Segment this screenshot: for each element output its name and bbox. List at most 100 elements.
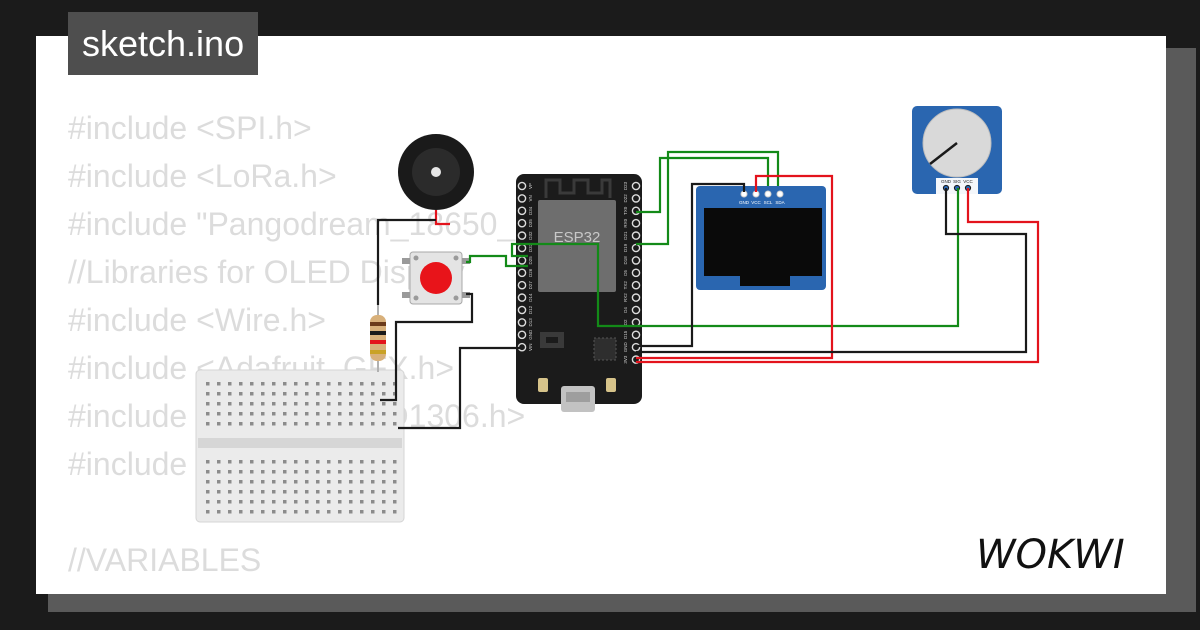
breadboard-hole <box>316 500 320 504</box>
esp32-pin-label: TX2 <box>623 281 628 290</box>
breadboard-hole <box>272 460 276 464</box>
esp32-pin[interactable] <box>631 342 641 352</box>
breadboard-hole <box>217 490 221 494</box>
wire-button-signal[interactable] <box>466 254 528 268</box>
esp32-pin-label: D34 <box>528 206 533 215</box>
pushbutton[interactable] <box>402 251 470 305</box>
breadboard-hole <box>239 510 243 514</box>
esp32-pin-label: D19 <box>623 243 628 252</box>
esp32-pin[interactable] <box>517 280 527 290</box>
breadboard-hole <box>305 460 309 464</box>
wire-oled-vcc[interactable] <box>636 174 834 360</box>
wokwi-logo[interactable]: WOKWI <box>972 522 1152 582</box>
wire-pot-gnd[interactable] <box>636 188 1028 354</box>
breadboard-hole <box>371 510 375 514</box>
oled-pin[interactable] <box>776 190 784 198</box>
breadboard-hole <box>228 392 232 396</box>
breadboard-hole <box>393 422 397 426</box>
esp32-pin[interactable] <box>517 293 527 302</box>
breadboard-hole <box>371 422 375 426</box>
breadboard[interactable] <box>195 369 405 523</box>
esp32-pin[interactable] <box>517 218 527 228</box>
breadboard-hole <box>338 392 342 396</box>
esp32-pin[interactable] <box>517 268 527 278</box>
wire-pot-signal[interactable] <box>510 188 960 328</box>
breadboard-hole <box>250 480 254 484</box>
file-tab[interactable]: sketch.ino <box>68 12 259 75</box>
breadboard-hole <box>349 500 353 504</box>
esp32-pin[interactable] <box>631 330 641 340</box>
breadboard-hole <box>294 490 298 494</box>
esp32-pin[interactable] <box>631 181 641 191</box>
button-cap[interactable] <box>420 262 452 294</box>
breadboard-hole <box>250 510 254 514</box>
esp32-pin-label: TX0 <box>623 206 628 215</box>
wire-buzzer-gnd[interactable] <box>376 218 436 305</box>
esp32-pin[interactable] <box>631 268 641 278</box>
wires <box>376 150 1040 430</box>
esp32-pin[interactable] <box>631 293 641 302</box>
breadboard-hole <box>382 392 386 396</box>
wire-pot-vcc[interactable] <box>636 188 1040 364</box>
wire-breadboard-gnd[interactable] <box>398 346 520 430</box>
esp32-pin[interactable] <box>517 318 527 327</box>
esp32-pin-label: D15 <box>623 330 628 339</box>
breadboard-hole <box>217 402 221 406</box>
breadboard-hole <box>228 412 232 416</box>
wire-oled-sda[interactable] <box>636 150 780 246</box>
breadboard-hole <box>283 412 287 416</box>
wire-button-gnd[interactable] <box>380 292 474 402</box>
breadboard-hole <box>294 460 298 464</box>
esp32-pin[interactable] <box>631 355 641 364</box>
breadboard-hole <box>393 460 397 464</box>
esp32-pin[interactable] <box>631 280 641 290</box>
breadboard-hole <box>338 490 342 494</box>
breadboard-hole <box>272 490 276 494</box>
esp32-pin[interactable] <box>631 305 641 315</box>
esp32-pin[interactable] <box>517 305 527 315</box>
wire-buzzer-red[interactable] <box>434 210 450 226</box>
breadboard-hole <box>272 510 276 514</box>
esp32-pin[interactable] <box>631 256 641 265</box>
breadboard-hole <box>206 510 210 514</box>
breadboard-hole <box>371 460 375 464</box>
breadboard-hole <box>239 402 243 406</box>
esp32-pin[interactable] <box>517 181 527 191</box>
resistor[interactable] <box>370 305 386 372</box>
oled-pin[interactable] <box>764 190 772 198</box>
breadboard-hole <box>261 422 265 426</box>
esp32-pin[interactable] <box>631 231 641 240</box>
breadboard-hole <box>239 470 243 474</box>
project-card: #include <SPI.h> #include <LoRa.h> #incl… <box>36 36 1166 594</box>
esp32-pin[interactable] <box>517 330 527 340</box>
breadboard-hole <box>305 470 309 474</box>
wire-oled-scl[interactable] <box>636 156 770 214</box>
esp32-pin[interactable] <box>631 206 641 216</box>
esp32-pin[interactable] <box>631 194 641 203</box>
breadboard-hole <box>393 480 397 484</box>
breadboard-hole <box>250 412 254 416</box>
buzzer[interactable] <box>398 134 474 210</box>
breadboard-hole <box>338 480 342 484</box>
breadboard-hole <box>217 480 221 484</box>
esp32-board[interactable]: ESP32 VPVND34D35D32D33D25D26D27D14D12D13… <box>516 174 642 412</box>
esp32-pin[interactable] <box>517 206 527 216</box>
breadboard-hole <box>338 510 342 514</box>
esp32-pin[interactable] <box>517 194 527 203</box>
breadboard-hole <box>294 500 298 504</box>
breadboard-hole <box>217 382 221 386</box>
breadboard-hole <box>316 382 320 386</box>
breadboard-hole <box>338 500 342 504</box>
breadboard-hole <box>283 422 287 426</box>
breadboard-hole <box>371 500 375 504</box>
wire-oled-gnd[interactable] <box>636 182 746 348</box>
esp32-pin[interactable] <box>631 218 641 228</box>
esp32-pin[interactable] <box>517 231 527 240</box>
esp32-pin-label: VN <box>528 195 533 201</box>
breadboard-hole <box>360 500 364 504</box>
breadboard-hole <box>327 460 331 464</box>
esp32-pin-label: D32 <box>528 231 533 240</box>
breadboard-hole <box>239 480 243 484</box>
